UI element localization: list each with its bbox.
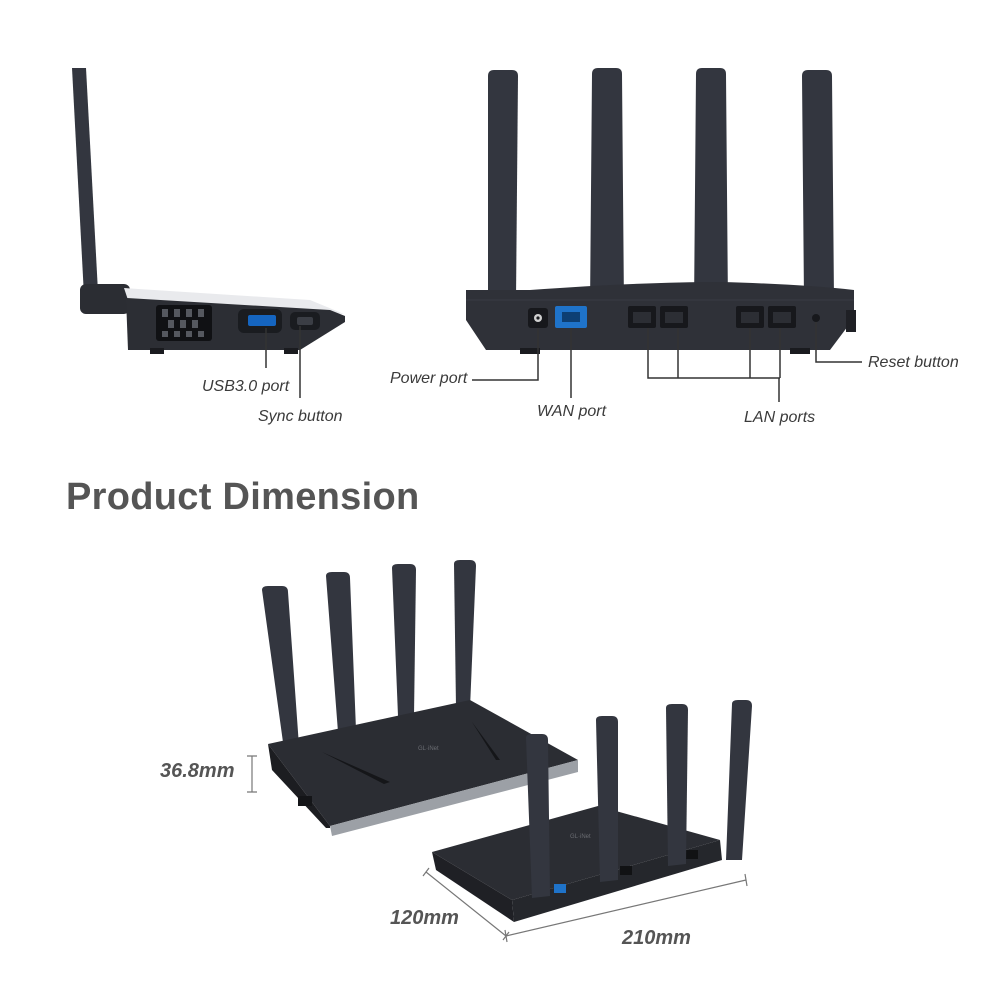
svg-text:GL·iNet: GL·iNet bbox=[570, 834, 591, 840]
router-top-shell bbox=[124, 288, 344, 314]
antenna bbox=[326, 572, 356, 732]
usb-port-label: USB3.0 port bbox=[202, 378, 290, 395]
antenna bbox=[694, 68, 728, 308]
width-dimension-label: 210mm bbox=[622, 927, 691, 949]
wan-port-label: WAN port bbox=[537, 403, 607, 420]
height-dimension-line bbox=[247, 755, 257, 793]
router-side-view bbox=[72, 68, 345, 398]
antenna-hinge bbox=[80, 284, 130, 314]
power-port-label: Power port bbox=[390, 370, 468, 387]
depth-dimension-label: 120mm bbox=[390, 907, 459, 929]
lan-ports-label: LAN ports bbox=[744, 409, 816, 426]
antenna bbox=[596, 716, 618, 882]
antenna bbox=[392, 564, 416, 716]
sync-button-label: Sync button bbox=[258, 408, 343, 425]
reset-button-label: Reset button bbox=[868, 354, 959, 371]
antenna bbox=[726, 700, 752, 860]
reset-hole bbox=[812, 314, 820, 322]
antenna bbox=[262, 586, 300, 764]
antenna bbox=[590, 68, 624, 308]
section-heading: Product Dimension bbox=[66, 476, 420, 518]
router-dimension-back: GL·iNet bbox=[432, 700, 752, 922]
reset-leader-line bbox=[815, 322, 862, 363]
power-leader-line bbox=[472, 328, 539, 381]
router-top-surface bbox=[432, 806, 720, 900]
antenna bbox=[488, 70, 518, 300]
width-dimension-line bbox=[504, 873, 748, 943]
router-top-surface bbox=[268, 700, 578, 826]
antenna bbox=[526, 734, 550, 898]
lan-leader-line bbox=[647, 328, 781, 402]
svg-text:GL·iNet: GL·iNet bbox=[418, 746, 439, 752]
router-back-view bbox=[466, 68, 862, 402]
antenna bbox=[72, 68, 98, 296]
router-dimension-front: GL·iNet bbox=[262, 560, 578, 836]
antenna bbox=[802, 70, 834, 300]
height-dimension-label: 36.8mm bbox=[160, 760, 235, 782]
antenna bbox=[454, 560, 476, 708]
antenna bbox=[666, 704, 688, 866]
